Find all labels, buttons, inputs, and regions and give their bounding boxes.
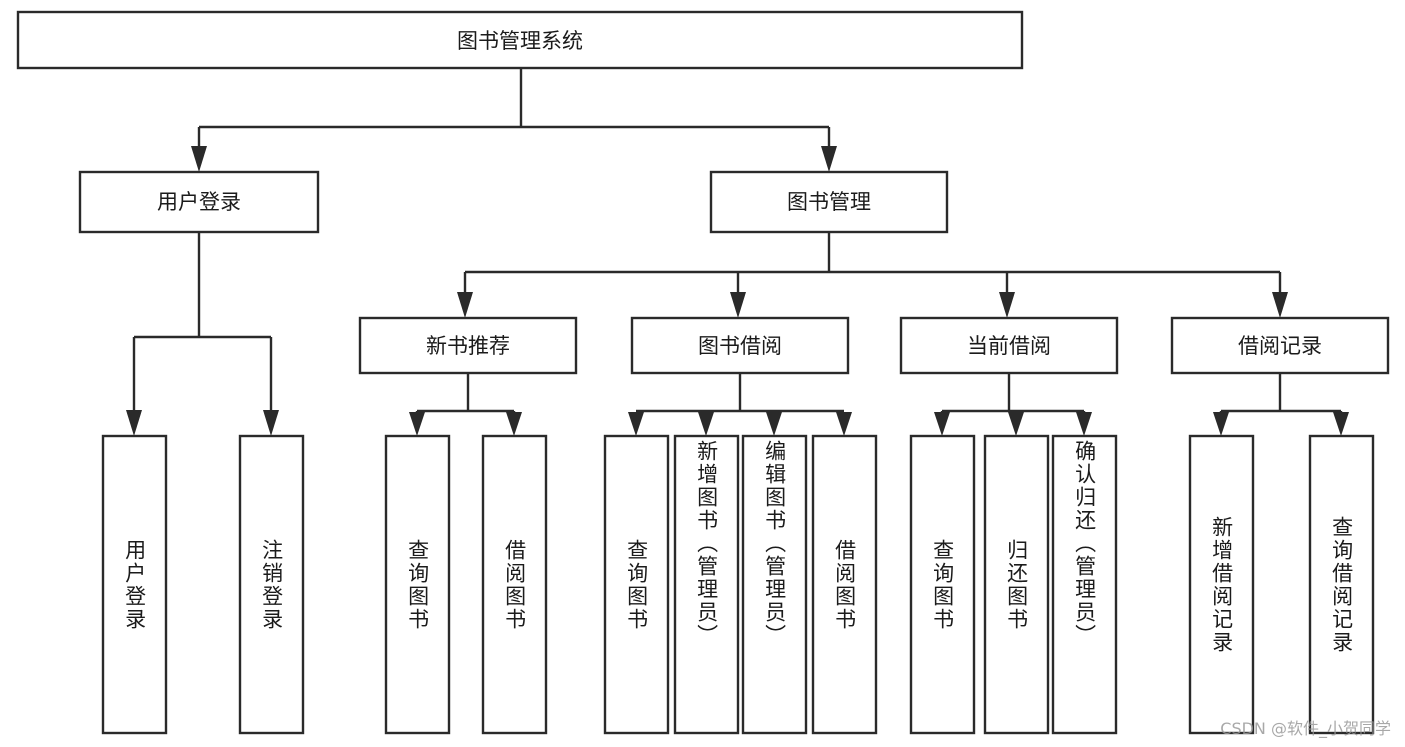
- edges-bookmanage-to-level3: [457, 232, 1288, 318]
- edges-newbook-to-leaves: [409, 373, 522, 436]
- arrowhead-leaf-query-book-b: [628, 412, 644, 436]
- leaf-box-borrow-book-b[interactable]: [811, 434, 878, 735]
- node-user-login-box: [78, 170, 320, 234]
- arrowhead-leaf-add-record: [1213, 412, 1229, 436]
- edges-userlogin-to-leaves: [126, 232, 279, 436]
- arrowhead-to-book-borrow: [730, 292, 746, 318]
- node-root-label: 图书管理系统: [457, 29, 583, 53]
- node-book-management[interactable]: 图书管理: [709, 170, 949, 234]
- edges-currentborrow-to-leaves: [934, 373, 1092, 436]
- leaf-box-query-book-b[interactable]: [603, 434, 670, 735]
- arrowhead-to-user-login: [191, 146, 207, 172]
- arrowhead-leaf-logout: [263, 410, 279, 436]
- arrowhead-leaf-query-book-c: [934, 412, 950, 436]
- leaf-box-return-book[interactable]: [983, 434, 1050, 735]
- node-new-book-recommend[interactable]: 新书推荐: [358, 316, 578, 375]
- leaf-box-logout[interactable]: [238, 434, 305, 735]
- arrowhead-leaf-confirm-return: [1076, 412, 1092, 436]
- leaf-boxes: [101, 434, 1375, 735]
- node-book-borrow-box: [630, 316, 850, 375]
- node-book-management-label: 图书管理: [787, 190, 871, 214]
- arrowhead-to-new-book-rec: [457, 292, 473, 318]
- node-book-borrow[interactable]: 图书借阅: [630, 316, 850, 375]
- node-book-management-box: [709, 170, 949, 234]
- leaf-box-query-book-a[interactable]: [384, 434, 451, 735]
- node-current-borrow-box: [899, 316, 1119, 375]
- arrowhead-leaf-query-book-a: [409, 412, 425, 436]
- arrowhead-leaf-borrow-book-a: [506, 412, 522, 436]
- node-borrow-record-box: [1170, 316, 1390, 375]
- arrowhead-to-book-manage: [821, 146, 837, 172]
- arrowhead-leaf-return-book: [1008, 412, 1024, 436]
- edges-borrowrecord-to-leaves: [1213, 373, 1349, 436]
- node-user-login[interactable]: 用户登录: [78, 170, 320, 234]
- edges-root-to-level2: [191, 68, 837, 172]
- leaf-box-query-record[interactable]: [1308, 434, 1375, 735]
- arrowhead-leaf-borrow-book-b: [836, 412, 852, 436]
- leaf-box-borrow-book-a[interactable]: [481, 434, 548, 735]
- node-current-borrow-label: 当前借阅: [967, 334, 1051, 358]
- node-borrow-record-label: 借阅记录: [1238, 334, 1322, 358]
- arrowhead-leaf-edit-book: [766, 412, 782, 436]
- leaf-box-add-book[interactable]: [673, 434, 740, 735]
- edges-bookborrow-to-leaves: [628, 373, 852, 436]
- arrowhead-to-current-borrow: [999, 292, 1015, 318]
- leaf-box-edit-book[interactable]: [741, 434, 808, 735]
- leaf-box-query-book-c[interactable]: [909, 434, 976, 735]
- leaf-box-user-login[interactable]: [101, 434, 168, 735]
- node-new-book-recommend-label: 新书推荐: [426, 334, 510, 358]
- node-book-borrow-label: 图书借阅: [698, 334, 782, 358]
- node-root-box: [16, 10, 1024, 70]
- node-current-borrow[interactable]: 当前借阅: [899, 316, 1119, 375]
- leaf-box-add-record[interactable]: [1188, 434, 1255, 735]
- node-root[interactable]: 图书管理系统: [16, 10, 1024, 70]
- arrowhead-leaf-user-login: [126, 410, 142, 436]
- leaf-box-confirm-return[interactable]: [1051, 434, 1118, 735]
- node-borrow-record[interactable]: 借阅记录: [1170, 316, 1390, 375]
- arrowhead-leaf-add-book: [698, 412, 714, 436]
- arrowhead-to-borrow-record: [1272, 292, 1288, 318]
- node-user-login-label: 用户登录: [157, 190, 241, 214]
- node-new-book-recommend-box: [358, 316, 578, 375]
- arrowhead-leaf-query-record: [1333, 412, 1349, 436]
